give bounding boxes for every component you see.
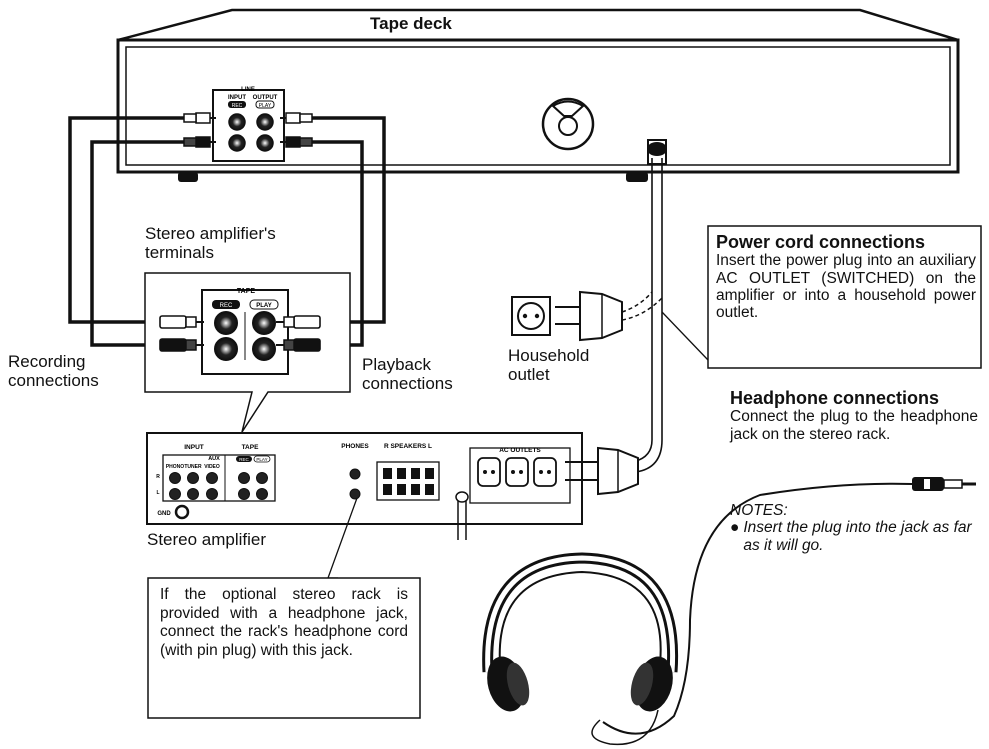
gnd-terminal: [174, 504, 190, 520]
power-plug-household: [555, 290, 663, 342]
headphone-plug-icon: [912, 477, 976, 491]
stereo-amplifier: INPUT TAPE AUX REC PLAY PHONO TUNER VIDE…: [146, 432, 583, 540]
phones-jack-l: [349, 488, 361, 500]
recording-connections-label: Recording connections: [8, 352, 99, 391]
callout-box: [147, 577, 421, 719]
svg-text:PLAY: PLAY: [256, 303, 271, 309]
svg-text:REC: REC: [239, 457, 249, 462]
svg-text:PLAY: PLAY: [256, 457, 267, 462]
svg-text:INPUT: INPUT: [184, 444, 204, 451]
svg-text:OUTPUT: OUTPUT: [253, 95, 278, 101]
svg-text:INPUT: INPUT: [228, 95, 246, 101]
stereo-amplifier-label: Stereo amplifier: [147, 530, 267, 549]
power-cord-grommet: [647, 139, 667, 165]
deck-foot-right: [626, 172, 648, 182]
power-cord-heading: Power cord connections: [716, 232, 926, 252]
svg-text:PLAY: PLAY: [259, 103, 272, 109]
bullet-icon: ●: [730, 519, 740, 537]
svg-text:PHONO: PHONO: [166, 464, 184, 470]
tape-deck-title: Tape deck: [370, 14, 452, 33]
household-outlet-label: Household outlet: [508, 346, 590, 385]
callout-text: If the optional stereo rack is provided …: [160, 586, 408, 659]
svg-text:GND: GND: [157, 511, 171, 517]
deck-line-jack-panel: LINE INPUT OUTPUT REC PLAY: [212, 87, 285, 162]
svg-text:REC: REC: [232, 103, 243, 109]
headphones-icon: [482, 552, 679, 746]
amp-terminals-title: Stereo amplifier's terminals: [145, 224, 276, 263]
svg-text:REC: REC: [220, 303, 233, 309]
svg-text:TAPE: TAPE: [237, 288, 255, 295]
power-leader: [661, 311, 709, 361]
svg-text:VIDEO: VIDEO: [204, 464, 220, 470]
headphone-section: Headphone connections Connect the plug t…: [730, 388, 978, 443]
power-cord-body: Insert the power plug into an auxiliary …: [716, 252, 976, 322]
svg-text:PHONES: PHONES: [341, 443, 369, 450]
power-cord: [620, 158, 663, 473]
deck-foot-left: [178, 172, 198, 182]
notes-section: NOTES: ● Insert the plug into the jack a…: [730, 502, 978, 554]
svg-text:R: R: [156, 474, 160, 480]
power-cord-box-text: Power cord connections Insert the power …: [716, 232, 976, 322]
notes-heading: NOTES:: [730, 502, 788, 519]
power-plug-amp: [565, 446, 639, 496]
tape-deck: LINE INPUT OUTPUT REC PLAY: [116, 8, 960, 182]
svg-text:LINE: LINE: [241, 87, 255, 93]
svg-text:AUX: AUX: [208, 456, 220, 462]
svg-text:R SPEAKERS L: R SPEAKERS L: [384, 443, 432, 450]
playback-connections-label: Playback connections: [362, 355, 453, 394]
svg-text:TUNER: TUNER: [184, 464, 202, 470]
rca-plugs-amp: [159, 315, 321, 352]
headphone-body: Connect the plug to the headphone jack o…: [730, 408, 978, 443]
power-box: [707, 225, 982, 369]
headphone-heading: Headphone connections: [730, 388, 940, 408]
headphone-cord: [602, 482, 913, 735]
notes-item: ● Insert the plug into the jack as far a…: [730, 519, 972, 554]
rca-plugs-deck: [183, 112, 313, 148]
svg-text:L: L: [156, 490, 159, 496]
voltage-selector-icon: [541, 97, 595, 151]
phones-jack-r: [349, 468, 361, 480]
amp-terminals-closeup: TAPE REC PLAY: [144, 272, 351, 433]
household-outlet-icon: [511, 296, 551, 336]
svg-text:AC OUTLETS: AC OUTLETS: [499, 447, 541, 454]
svg-text:TAPE: TAPE: [242, 444, 260, 451]
